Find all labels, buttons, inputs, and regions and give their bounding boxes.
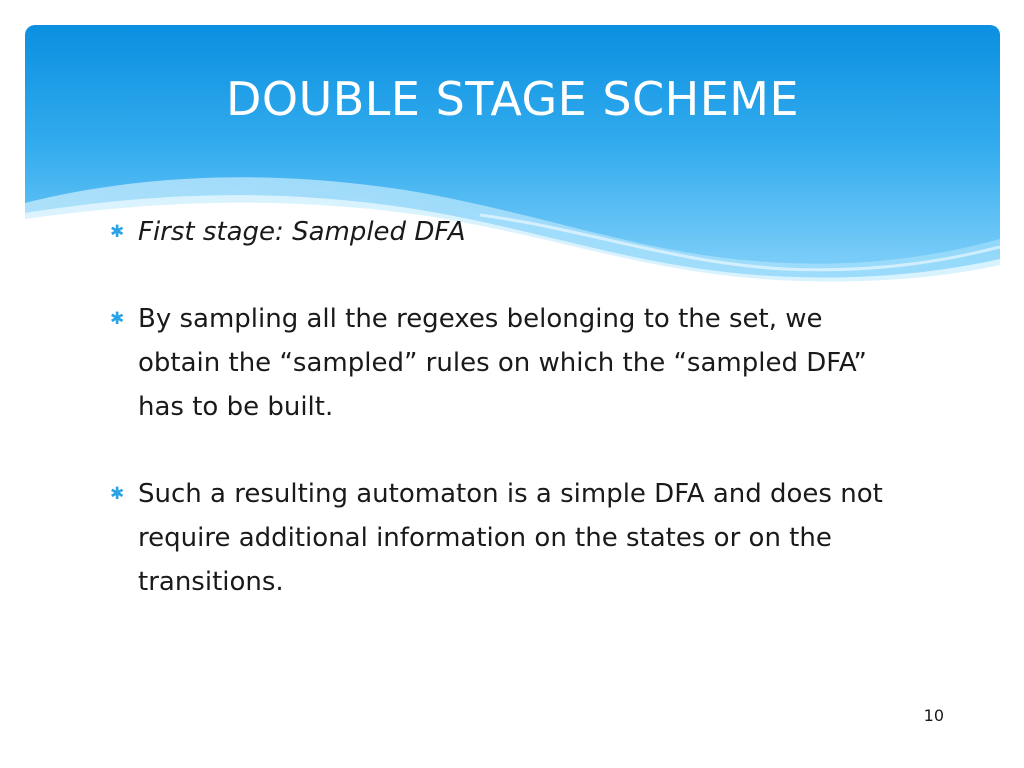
- asterisk-bullet-icon: ✱: [110, 309, 125, 329]
- asterisk-bullet-icon: ✱: [110, 484, 125, 504]
- bullet-item-resulting-automaton: ✱ Such a resulting automaton is a simple…: [108, 472, 908, 604]
- bullet-item-first-stage: ✱ First stage: Sampled DFA: [108, 210, 908, 254]
- page-number: 10: [923, 706, 944, 725]
- bullet-text-first-stage: First stage: Sampled DFA: [138, 217, 466, 247]
- bullet-list: ✱ First stage: Sampled DFA ✱ By sampling…: [108, 210, 908, 604]
- bullet-text-sampling: By sampling all the regexes belonging to…: [138, 304, 867, 422]
- asterisk-bullet-icon: ✱: [110, 222, 125, 242]
- bullet-text-resulting-automaton: Such a resulting automaton is a simple D…: [138, 479, 883, 597]
- header-wave-band: [25, 25, 1000, 295]
- slide-title: DOUBLE STAGE SCHEME: [225, 72, 800, 126]
- wave-background-icon: [25, 25, 1000, 295]
- bullet-item-sampling: ✱ By sampling all the regexes belonging …: [108, 297, 908, 429]
